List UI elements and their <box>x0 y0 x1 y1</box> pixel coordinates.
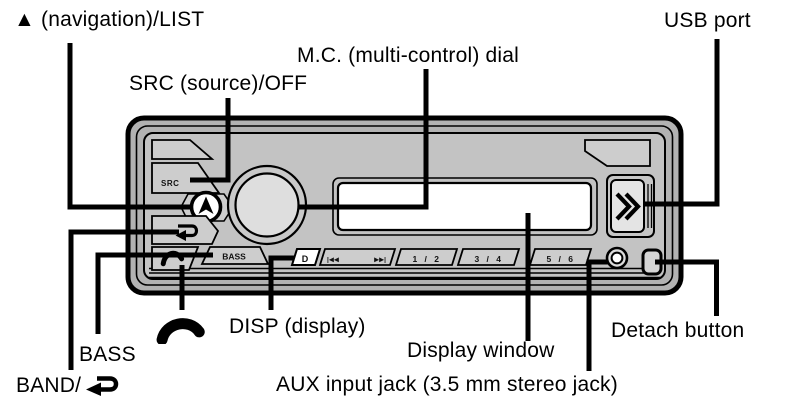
usb-port <box>606 174 655 238</box>
callout-detach: Detach button <box>611 319 745 342</box>
display-window <box>332 177 598 236</box>
aux-input-jack <box>605 246 629 270</box>
src-button: SRC <box>151 162 221 194</box>
callout-aux-input: AUX input jack (3.5 mm stereo jack) <box>276 373 618 396</box>
band-return-button <box>151 215 220 245</box>
up-arrow-icon <box>198 196 214 214</box>
phone-icon <box>156 318 205 344</box>
bottom-button-row: D |◀◀ ▶▶| 1 / 2 3 / 4 5 / 6 <box>290 248 593 266</box>
mc-dial <box>226 164 308 246</box>
leader-src <box>190 98 231 183</box>
leader-mc-dial <box>299 69 429 210</box>
preset-3-4-label: 3 / 4 <box>474 254 503 264</box>
usb-chevron-icon <box>615 192 641 221</box>
leader-bass <box>95 252 213 334</box>
return-icon <box>86 376 119 396</box>
leader-detach <box>655 259 719 316</box>
leader-nav-list <box>67 43 192 210</box>
return-icon <box>175 224 199 241</box>
leader-lines <box>67 39 720 371</box>
callout-bass: BASS <box>79 343 136 366</box>
leader-aux <box>586 259 608 371</box>
seek-back-icon: |◀◀ <box>327 257 339 264</box>
faceplate-lip-grooves <box>149 267 660 279</box>
disp-button-label: D <box>302 254 309 264</box>
callout-usb-port: USB port <box>664 9 751 32</box>
top-left-button <box>151 139 215 160</box>
callout-band-text: BAND/ <box>16 373 82 397</box>
callout-display-window: Display window <box>407 339 555 362</box>
src-button-label: SRC <box>161 179 179 188</box>
bass-button-label: BASS <box>222 252 246 262</box>
leader-usb <box>645 39 720 207</box>
top-right-button <box>584 139 651 167</box>
preset-1-2-button <box>394 248 459 266</box>
preset-5-6-button <box>528 248 593 266</box>
leader-band <box>68 229 179 370</box>
callout-src: SRC (source)/OFF <box>129 72 308 95</box>
callout-disp: DISP (display) <box>229 315 366 338</box>
bass-button: BASS <box>200 246 270 265</box>
phone-button <box>151 246 200 271</box>
callout-mc-dial: M.C. (multi-control) dial <box>297 44 520 67</box>
callout-nav-list: ▲ (navigation)/LIST <box>14 8 205 31</box>
callout-band: BAND/ <box>16 374 122 397</box>
seek-button <box>318 248 397 266</box>
leader-disp <box>268 255 294 310</box>
preset-1-2-label: 1 / 2 <box>412 254 441 264</box>
seek-forward-icon: ▶▶| <box>374 257 386 264</box>
preset-5-6-label: 5 / 6 <box>546 254 575 264</box>
preset-3-4-button <box>456 248 521 266</box>
